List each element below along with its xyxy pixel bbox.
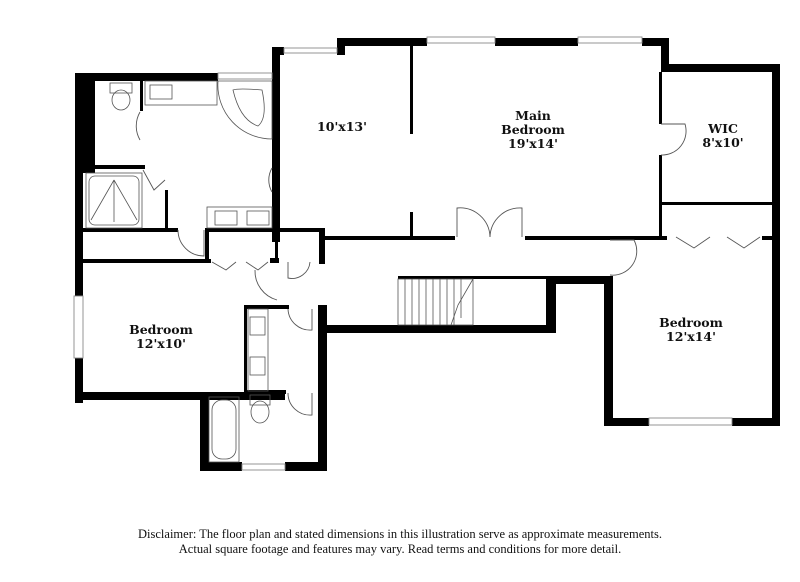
room-dims: 8'x10' [702, 135, 744, 150]
room-name-line2: Bedroom [501, 122, 565, 137]
disclaimer: Disclaimer: The floor plan and stated di… [0, 527, 800, 557]
disclaimer-line1: Disclaimer: The floor plan and stated di… [138, 527, 662, 541]
doors [135, 111, 761, 416]
room-dims: 10'x13' [317, 119, 367, 134]
room-dims: 12'x14' [666, 329, 716, 344]
room-label-10x13: 10'x13' [317, 120, 367, 134]
room-name: WIC [708, 121, 738, 136]
room-label-bedroom-left: Bedroom 12'x10' [129, 323, 193, 351]
room-dims: 12'x10' [136, 336, 186, 351]
room-name: Bedroom [129, 322, 193, 337]
disclaimer-line2: Actual square footage and features may v… [178, 542, 622, 556]
room-label-wic: WIC 8'x10' [702, 122, 743, 150]
room-label-bedroom-right: Bedroom 12'x14' [659, 316, 723, 344]
room-name: Bedroom [659, 315, 723, 330]
room-dims: 19'x14' [508, 136, 558, 151]
room-name-line1: Main [515, 108, 551, 123]
walls [73, 38, 780, 471]
room-label-main-bedroom: Main Bedroom 19'x14' [501, 109, 565, 151]
fixtures [85, 80, 474, 463]
interior-walls [83, 46, 774, 395]
windows [73, 36, 733, 471]
